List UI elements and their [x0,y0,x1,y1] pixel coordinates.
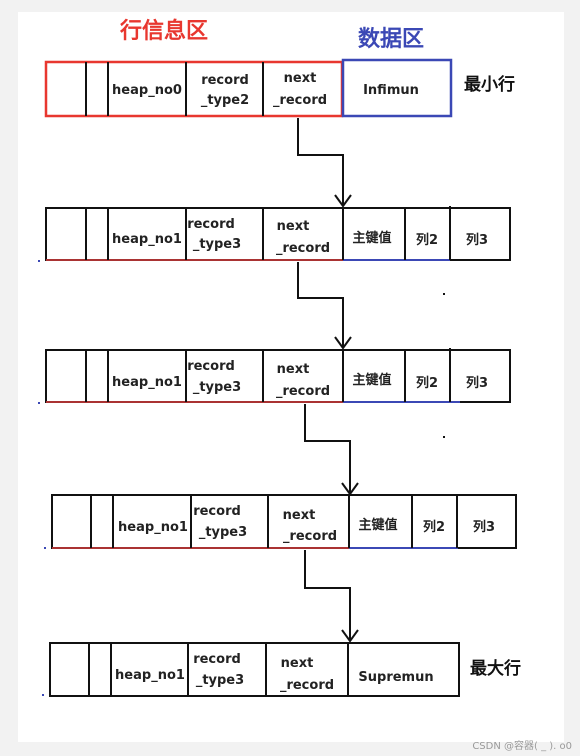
next-record-cell-line1: next [277,219,310,234]
next-record-cell-line1: next [283,508,316,523]
next-record-pointer [304,550,351,640]
next-record-pointer [297,262,344,347]
record-type-cell-line2: _type3 [199,525,247,540]
column-2-cell: 列2 [416,375,438,391]
row-info-header: 行信息区 [119,18,208,44]
stray-dot [443,293,445,295]
heap-no-cell: heap_no1 [112,375,182,390]
record-type-cell-line2: _type3 [193,380,241,395]
heap-no-cell: heap_no1 [115,668,185,683]
stray-dot [38,402,40,404]
record-type-cell-line2: _type2 [201,93,249,108]
record-type-cell-line1: record [201,73,249,88]
stray-dot [44,547,46,549]
pointer-arrowhead [341,629,359,643]
next-record-pointer [304,404,351,493]
next-record-cell-line2: _record [273,93,327,108]
supremum-cell: Supremun [358,670,433,685]
record-type-cell-line1: record [187,217,235,232]
next-record-cell-line2: _record [276,384,330,399]
stray-dot [42,694,44,696]
stray-dot [443,436,445,438]
heap-no-cell: heap_no0 [112,83,182,98]
primary-key-cell: 主键值 [352,230,391,246]
pointer-arrowhead [334,336,352,350]
next-record-cell-line1: next [277,362,310,377]
heap-no-cell: heap_no1 [112,232,182,247]
record-row: heap_no1 record _type3 next _record 主键值 … [51,494,517,549]
min-row-label: 最小行 [464,74,515,95]
next-record-cell-line1: next [284,71,317,86]
record-type-cell-line1: record [187,359,235,374]
csdn-watermark: CSDN @容器( _ ). o0 [472,739,572,752]
column-3-cell: 列3 [466,232,488,248]
record-type-cell-line1: record [193,652,241,667]
stray-dot [38,260,40,262]
record-row: heap_no1 record _type3 next _record 主键值 … [45,348,511,403]
record-frame [49,642,460,697]
record-type-cell-line2: _type3 [193,237,241,252]
record-row-infimum: heap_no0 record _type2 next _record Infi… [44,58,515,118]
next-record-cell-line2: _record [280,678,334,693]
heap-no-cell: heap_no1 [118,520,188,535]
next-record-cell-line2: _record [276,241,330,256]
column-3-cell: 列3 [466,375,488,391]
column-3-cell: 列3 [473,519,495,535]
record-row-supremum: heap_no1 record _type3 next _record Supr… [49,642,521,697]
primary-key-cell: 主键值 [352,372,391,388]
column-2-cell: 列2 [423,519,445,535]
record-type-cell-line2: _type3 [196,673,244,688]
next-record-cell-line1: next [281,656,314,671]
data-area-frame [341,58,453,118]
next-record-cell-line2: _record [283,529,337,544]
pointer-arrowhead [334,194,352,208]
infimum-cell: Infimun [363,83,419,98]
column-2-cell: 列2 [416,232,438,248]
max-row-label: 最大行 [470,658,521,679]
data-area-header: 数据区 [358,26,424,52]
next-record-pointer [297,118,344,205]
primary-key-cell: 主键值 [358,517,397,533]
record-row: heap_no1 record _type3 next _record 主键值 … [45,206,511,261]
record-type-cell-line1: record [193,504,241,519]
